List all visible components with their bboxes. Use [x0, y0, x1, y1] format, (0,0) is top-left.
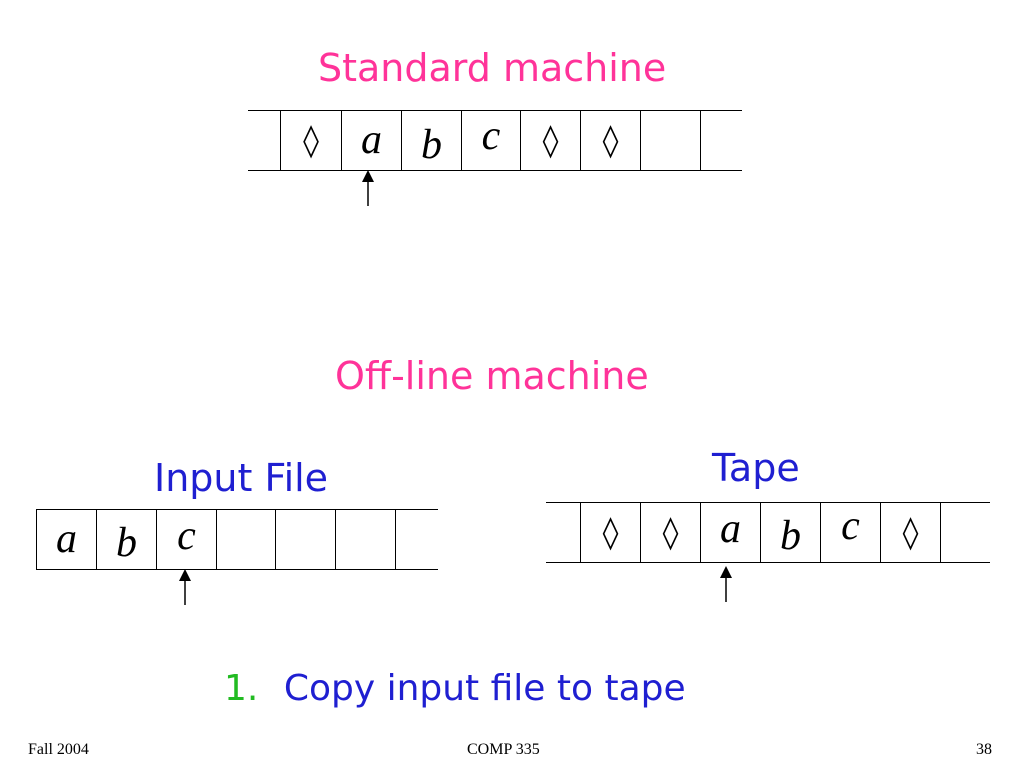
tape-cell-empty — [640, 110, 700, 170]
tape-cell-blank-symbol: ◊ — [580, 502, 640, 562]
tape-top-border — [36, 509, 438, 510]
tape-cell-symbol: b — [401, 110, 461, 170]
standard-machine-tape: ◊ a b c ◊ ◊ — [248, 110, 742, 172]
tape-cell-empty — [395, 509, 396, 569]
tape-top-border — [248, 110, 742, 111]
tape-cell-blank-symbol: ◊ — [880, 502, 940, 562]
tape-bottom-border — [546, 562, 990, 563]
tape-cell-empty — [940, 502, 941, 562]
tape-bottom-border — [248, 170, 742, 171]
tape-cell-symbol: a — [36, 509, 96, 569]
tape-cell-symbol: c — [461, 110, 520, 170]
tape-cell-symbol: c — [156, 509, 216, 569]
input-head-arrow-icon — [179, 569, 191, 605]
footer-left: Fall 2004 — [28, 741, 89, 758]
tape-bottom-border — [36, 569, 438, 570]
tape-top-border — [546, 502, 990, 503]
tape-cell-blank-symbol: ◊ — [640, 502, 700, 562]
tape-cell-empty — [216, 509, 275, 569]
footer-page-number: 38 — [976, 741, 992, 758]
offline-machine-title: Off-line machine — [335, 354, 649, 398]
tape-cell-symbol: b — [760, 502, 820, 562]
step-text: Copy input file to tape — [283, 668, 686, 709]
offline-work-tape: ◊ ◊ a b c ◊ — [546, 502, 990, 564]
tape-cell-empty — [335, 509, 395, 569]
tape-cell-symbol: a — [341, 110, 401, 170]
input-file-label: Input File — [154, 456, 329, 500]
tape-label: Tape — [712, 446, 800, 490]
read-write-head-arrow-icon — [362, 170, 374, 206]
tape-cell-blank-symbol: ◊ — [580, 110, 640, 170]
input-file-tape: a b c — [36, 509, 438, 571]
footer-center: COMP 335 — [467, 741, 540, 758]
tape-cell-empty — [275, 509, 335, 569]
step-item: 1. Copy input file to tape — [224, 668, 686, 709]
tape-cell-symbol: c — [820, 502, 880, 562]
tape-cell-blank-symbol: ◊ — [520, 110, 580, 170]
standard-machine-title: Standard machine — [318, 46, 667, 90]
tape-cell-empty — [700, 110, 701, 170]
tape-cell-blank-symbol: ◊ — [280, 110, 341, 170]
step-number: 1. — [224, 668, 259, 709]
tape-head-arrow-icon — [720, 566, 732, 602]
tape-cell-symbol: a — [700, 502, 760, 562]
tape-cell-symbol: b — [96, 509, 156, 569]
